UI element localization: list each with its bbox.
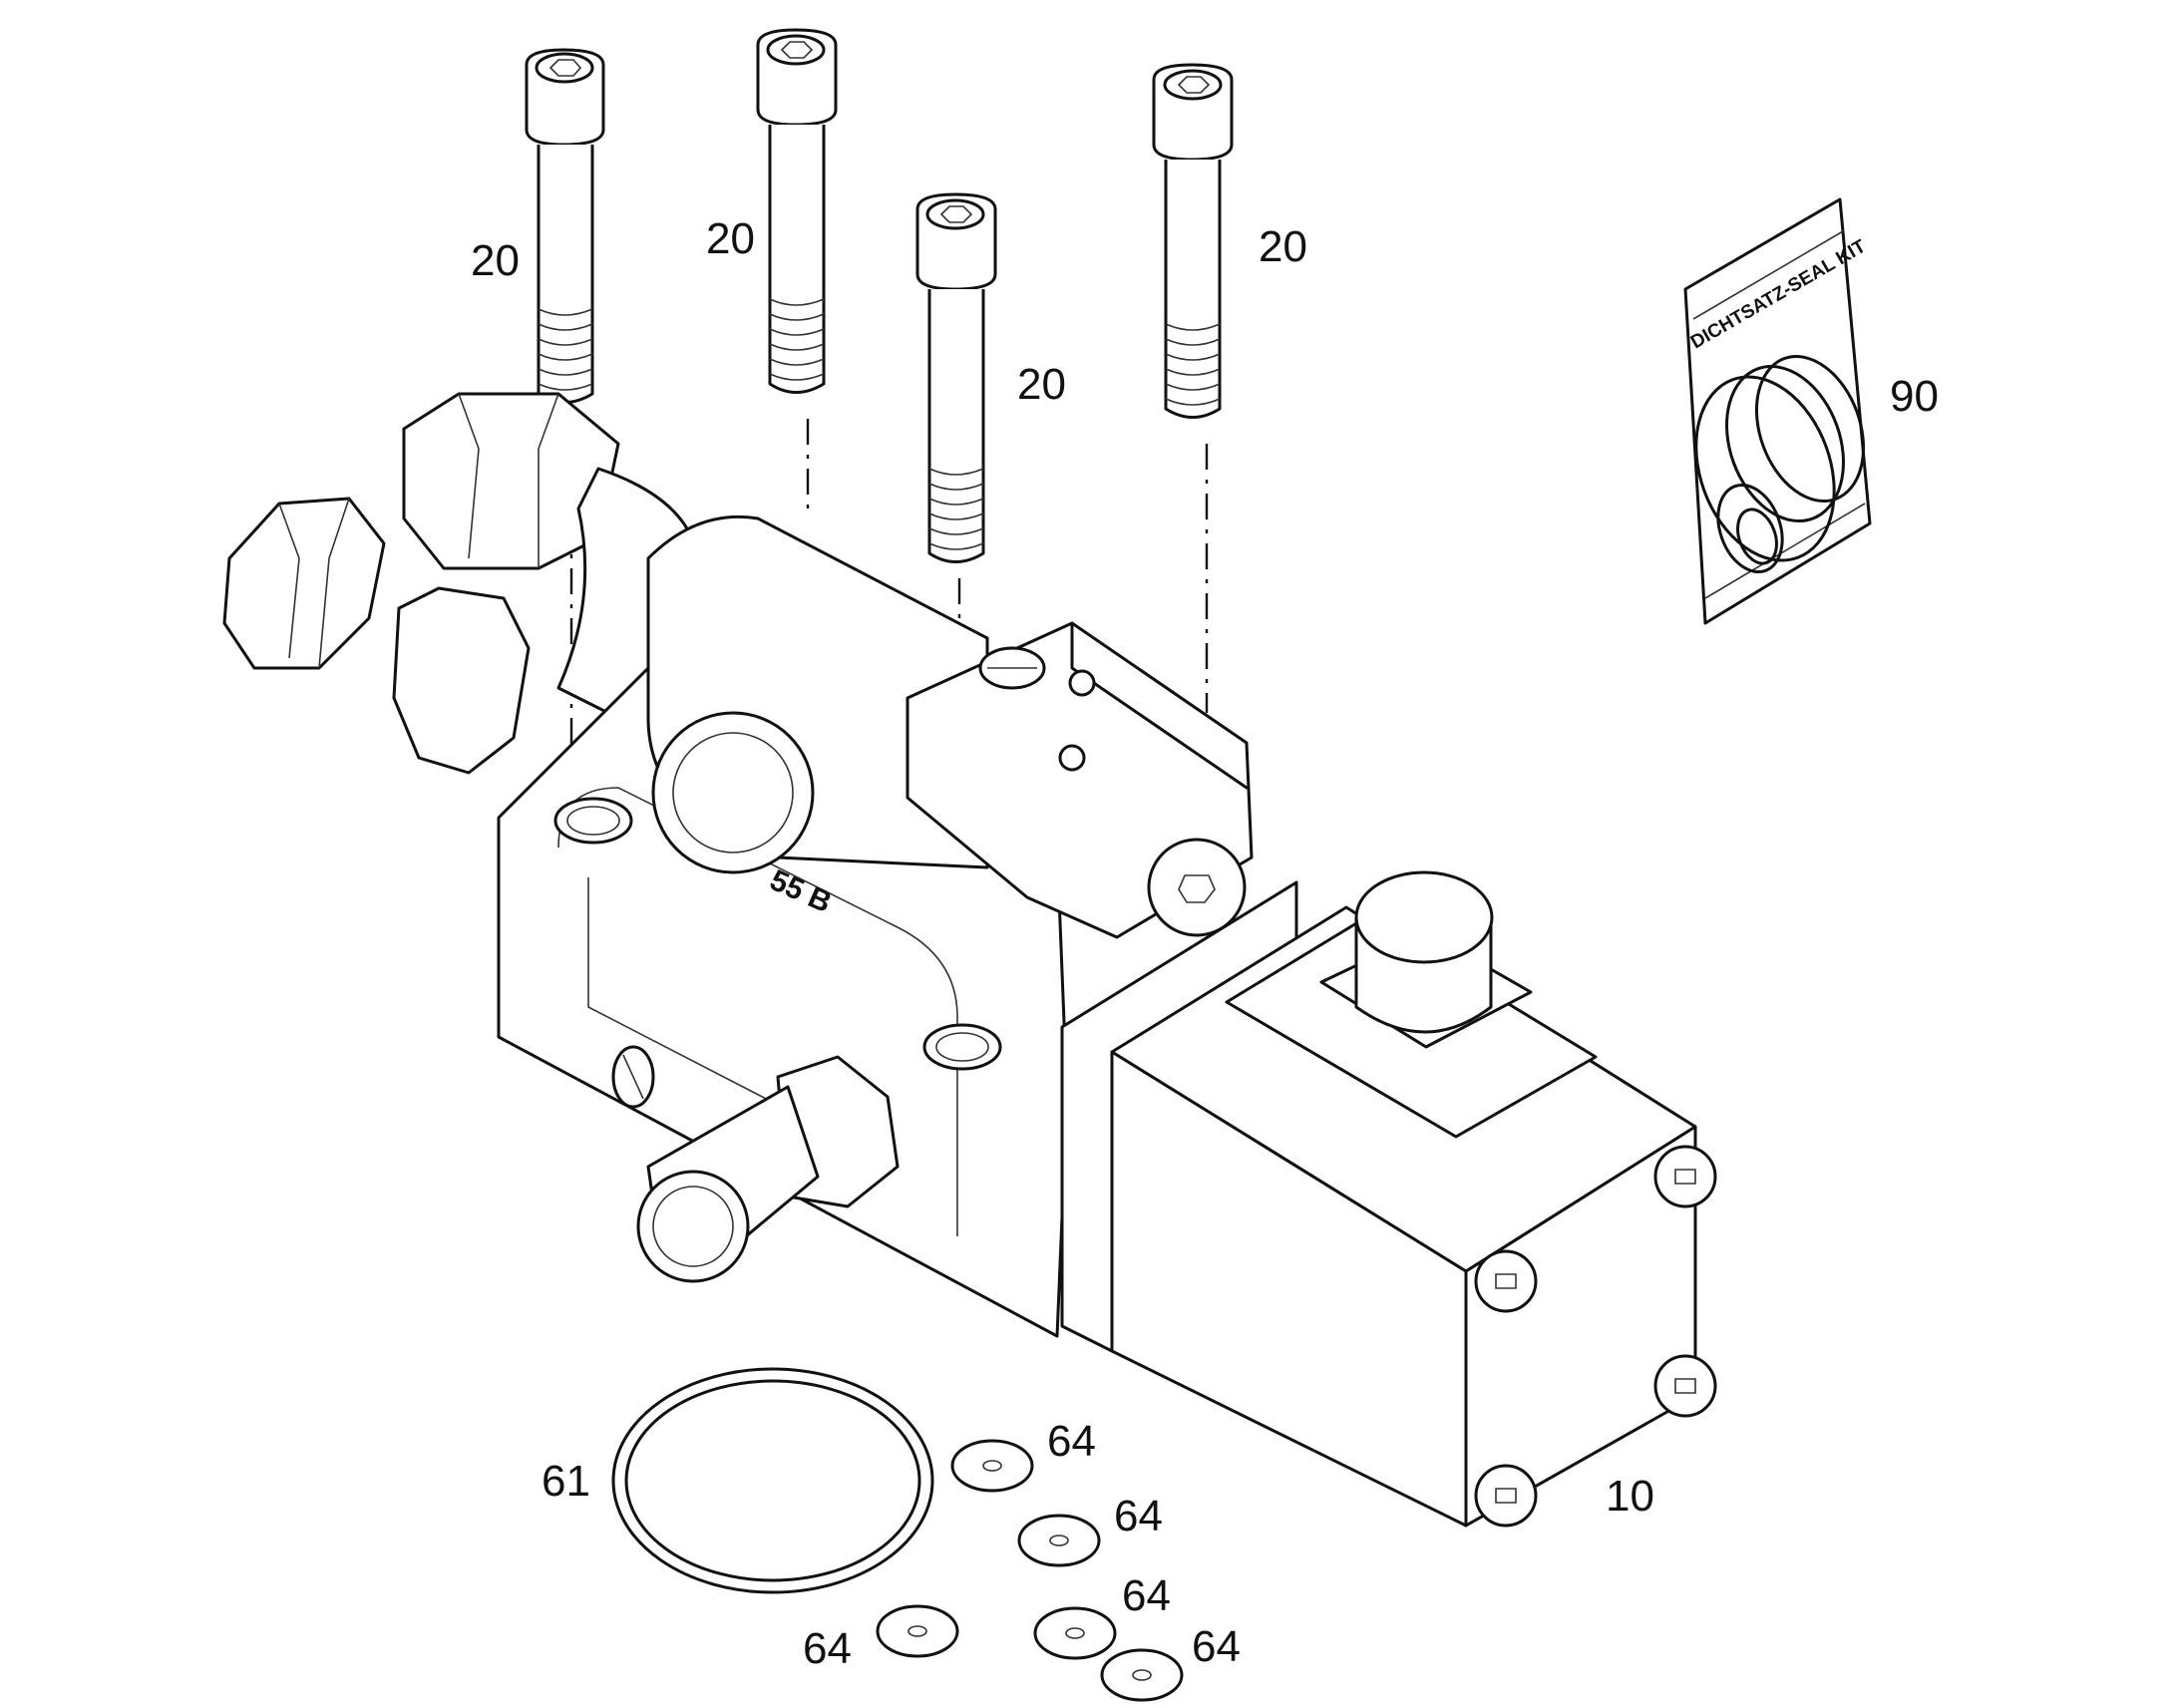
callout-seal-4: 64 [803,1624,852,1673]
callout-seal-2: 64 [1114,1492,1163,1540]
seal-kit-bag: DICHTSATZ-SEAL KIT [1683,197,1872,625]
callout-screw-2: 20 [706,214,755,263]
callout-screw-1: 20 [471,236,520,285]
callout-seal-3: 64 [1122,1571,1171,1620]
callout-solenoid: 10 [1606,1472,1654,1521]
callout-seal-5: 64 [1192,1622,1241,1671]
solenoid-coil [1060,870,1717,1528]
screw-20-c [915,192,997,563]
screw-20-a [525,48,605,404]
callout-seal-1: 64 [1047,1417,1096,1466]
screw-20-d [1152,63,1234,419]
callout-screw-3: 20 [1017,360,1066,409]
callout-seal-kit: 90 [1890,372,1939,421]
valve-body: 55 B [222,392,1254,1338]
callout-o-ring: 61 [542,1457,590,1506]
screw-20-b [756,28,838,394]
large-o-ring [611,1367,934,1594]
small-seals [876,1439,1184,1702]
callout-screw-4: 20 [1259,222,1307,271]
callout-labels: 20 20 20 20 90 61 64 64 64 64 64 10 [471,214,1939,1673]
